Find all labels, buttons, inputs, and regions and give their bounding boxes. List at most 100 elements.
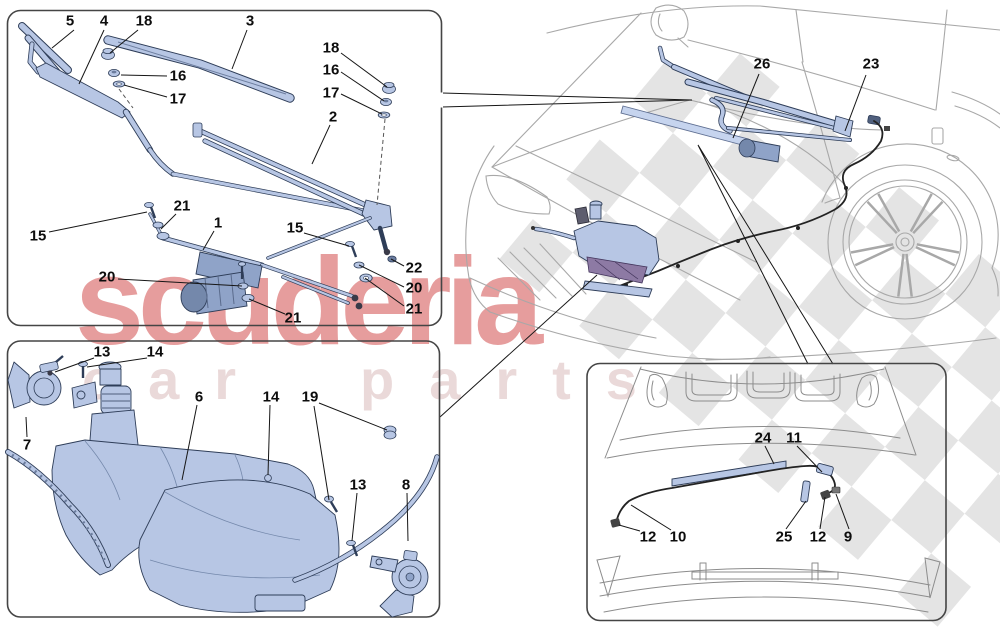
door-handle <box>946 154 960 162</box>
checker-cell <box>945 253 1000 328</box>
callout-number[interactable]: 23 <box>863 56 880 73</box>
callout-number[interactable]: 15 <box>287 220 304 237</box>
detail-connector-lines <box>439 92 834 418</box>
washer-jet-kit <box>610 460 841 528</box>
callout-10[interactable]: 10 <box>630 504 687 546</box>
callout-number[interactable]: 7 <box>23 437 31 454</box>
callout-25[interactable]: 25 <box>776 500 807 546</box>
leader-line <box>54 357 95 373</box>
callout-number[interactable]: 12 <box>810 529 827 546</box>
callout-20[interactable]: 20 <box>99 269 243 287</box>
callout-22[interactable]: 22 <box>390 258 423 277</box>
leader-line <box>181 404 198 481</box>
callout-number[interactable]: 21 <box>285 310 302 327</box>
callout-number[interactable]: 17 <box>170 91 187 108</box>
callout-number[interactable]: 25 <box>776 529 793 546</box>
callout-23[interactable]: 23 <box>844 56 880 132</box>
callout-number[interactable]: 13 <box>350 477 367 494</box>
callout-number[interactable]: 4 <box>100 13 109 30</box>
checker-cell <box>732 346 806 420</box>
callout-13[interactable]: 13 <box>350 477 367 542</box>
callout-number[interactable]: 13 <box>94 344 111 361</box>
callout-17[interactable]: 17 <box>123 84 187 108</box>
checker-cell <box>798 266 873 341</box>
callout-number[interactable]: 10 <box>670 529 687 546</box>
callout-number[interactable]: 11 <box>786 430 802 447</box>
leader-line <box>340 71 385 102</box>
checker-cell <box>872 260 946 334</box>
callout-number[interactable]: 6 <box>195 389 203 406</box>
wheel-spokes <box>850 193 960 297</box>
callout-number[interactable]: 15 <box>30 228 47 245</box>
callout-11[interactable]: 11 <box>786 430 823 473</box>
side-intake <box>951 91 1000 129</box>
callout-5[interactable]: 5 <box>51 13 75 49</box>
callout-number[interactable]: 8 <box>402 477 410 494</box>
leader-line <box>835 493 850 530</box>
callout-7[interactable]: 7 <box>23 416 31 454</box>
callout-14[interactable]: 14 <box>263 389 280 476</box>
callout-number[interactable]: 18 <box>323 40 340 57</box>
callout-number[interactable]: 19 <box>302 389 319 406</box>
callout-number[interactable]: 16 <box>323 62 340 79</box>
leader-line <box>844 74 867 132</box>
callout-15[interactable]: 15 <box>287 220 350 247</box>
callout-number[interactable]: 17 <box>323 85 340 102</box>
leader-line <box>618 524 641 532</box>
callout-21[interactable]: 21 <box>160 198 191 230</box>
callout-number[interactable]: 22 <box>406 260 423 277</box>
callout-number[interactable]: 1 <box>214 215 222 232</box>
callout-2[interactable]: 2 <box>311 109 337 165</box>
callout-15[interactable]: 15 <box>30 211 148 245</box>
callout-26[interactable]: 26 <box>732 56 771 139</box>
callout-number[interactable]: 3 <box>246 13 254 30</box>
callout-3[interactable]: 3 <box>231 13 254 70</box>
callout-number[interactable]: 14 <box>263 389 280 406</box>
callout-18[interactable]: 18 <box>323 40 388 88</box>
roofline <box>546 5 1000 34</box>
callout-number[interactable]: 2 <box>329 109 337 126</box>
callout-12[interactable]: 12 <box>810 496 827 546</box>
jet-tube-10 <box>615 464 836 524</box>
callout-19[interactable]: 19 <box>302 389 388 501</box>
checker-cell <box>719 199 793 274</box>
callout-1[interactable]: 1 <box>202 215 222 251</box>
leader-line <box>311 124 331 165</box>
callout-6[interactable]: 6 <box>181 389 203 481</box>
checkered-flag-watermark <box>499 53 1000 627</box>
callout-number[interactable]: 18 <box>136 13 153 30</box>
callout-18[interactable]: 18 <box>109 13 153 54</box>
callout-number[interactable]: 20 <box>406 280 423 297</box>
callout-4[interactable]: 4 <box>78 13 109 85</box>
callout-number[interactable]: 21 <box>406 301 423 318</box>
wiper-installed <box>657 45 854 163</box>
callout-number[interactable]: 16 <box>170 68 187 85</box>
tagline-watermark-parts: parts <box>360 348 672 411</box>
callout-16[interactable]: 16 <box>120 68 187 85</box>
checker-cell <box>725 273 799 347</box>
panel-hood-underside <box>586 362 947 622</box>
leader-line <box>248 298 286 315</box>
callout-17[interactable]: 17 <box>323 85 383 115</box>
callout-number[interactable]: 12 <box>640 529 657 546</box>
callout-14[interactable]: 14 <box>86 344 164 368</box>
callout-9[interactable]: 9 <box>835 493 852 546</box>
callout-number[interactable]: 24 <box>755 430 772 447</box>
callout-21[interactable]: 21 <box>364 277 423 318</box>
callout-24[interactable]: 24 <box>755 430 775 465</box>
callout-number[interactable]: 21 <box>174 198 191 215</box>
callout-16[interactable]: 16 <box>323 62 385 102</box>
callout-number[interactable]: 9 <box>844 529 852 546</box>
callout-12[interactable]: 12 <box>618 524 657 546</box>
callout-number[interactable]: 14 <box>147 344 164 361</box>
callout-number[interactable]: 26 <box>754 56 771 73</box>
leader-line <box>796 445 823 473</box>
callout-number[interactable]: 5 <box>66 13 74 30</box>
callout-number[interactable]: 20 <box>99 269 116 286</box>
callout-20[interactable]: 20 <box>358 264 423 297</box>
rocker-line <box>705 337 997 361</box>
callout-13[interactable]: 13 <box>54 344 111 373</box>
leader-line <box>51 29 75 49</box>
callout-8[interactable]: 8 <box>402 477 410 542</box>
callout-21[interactable]: 21 <box>248 298 302 327</box>
